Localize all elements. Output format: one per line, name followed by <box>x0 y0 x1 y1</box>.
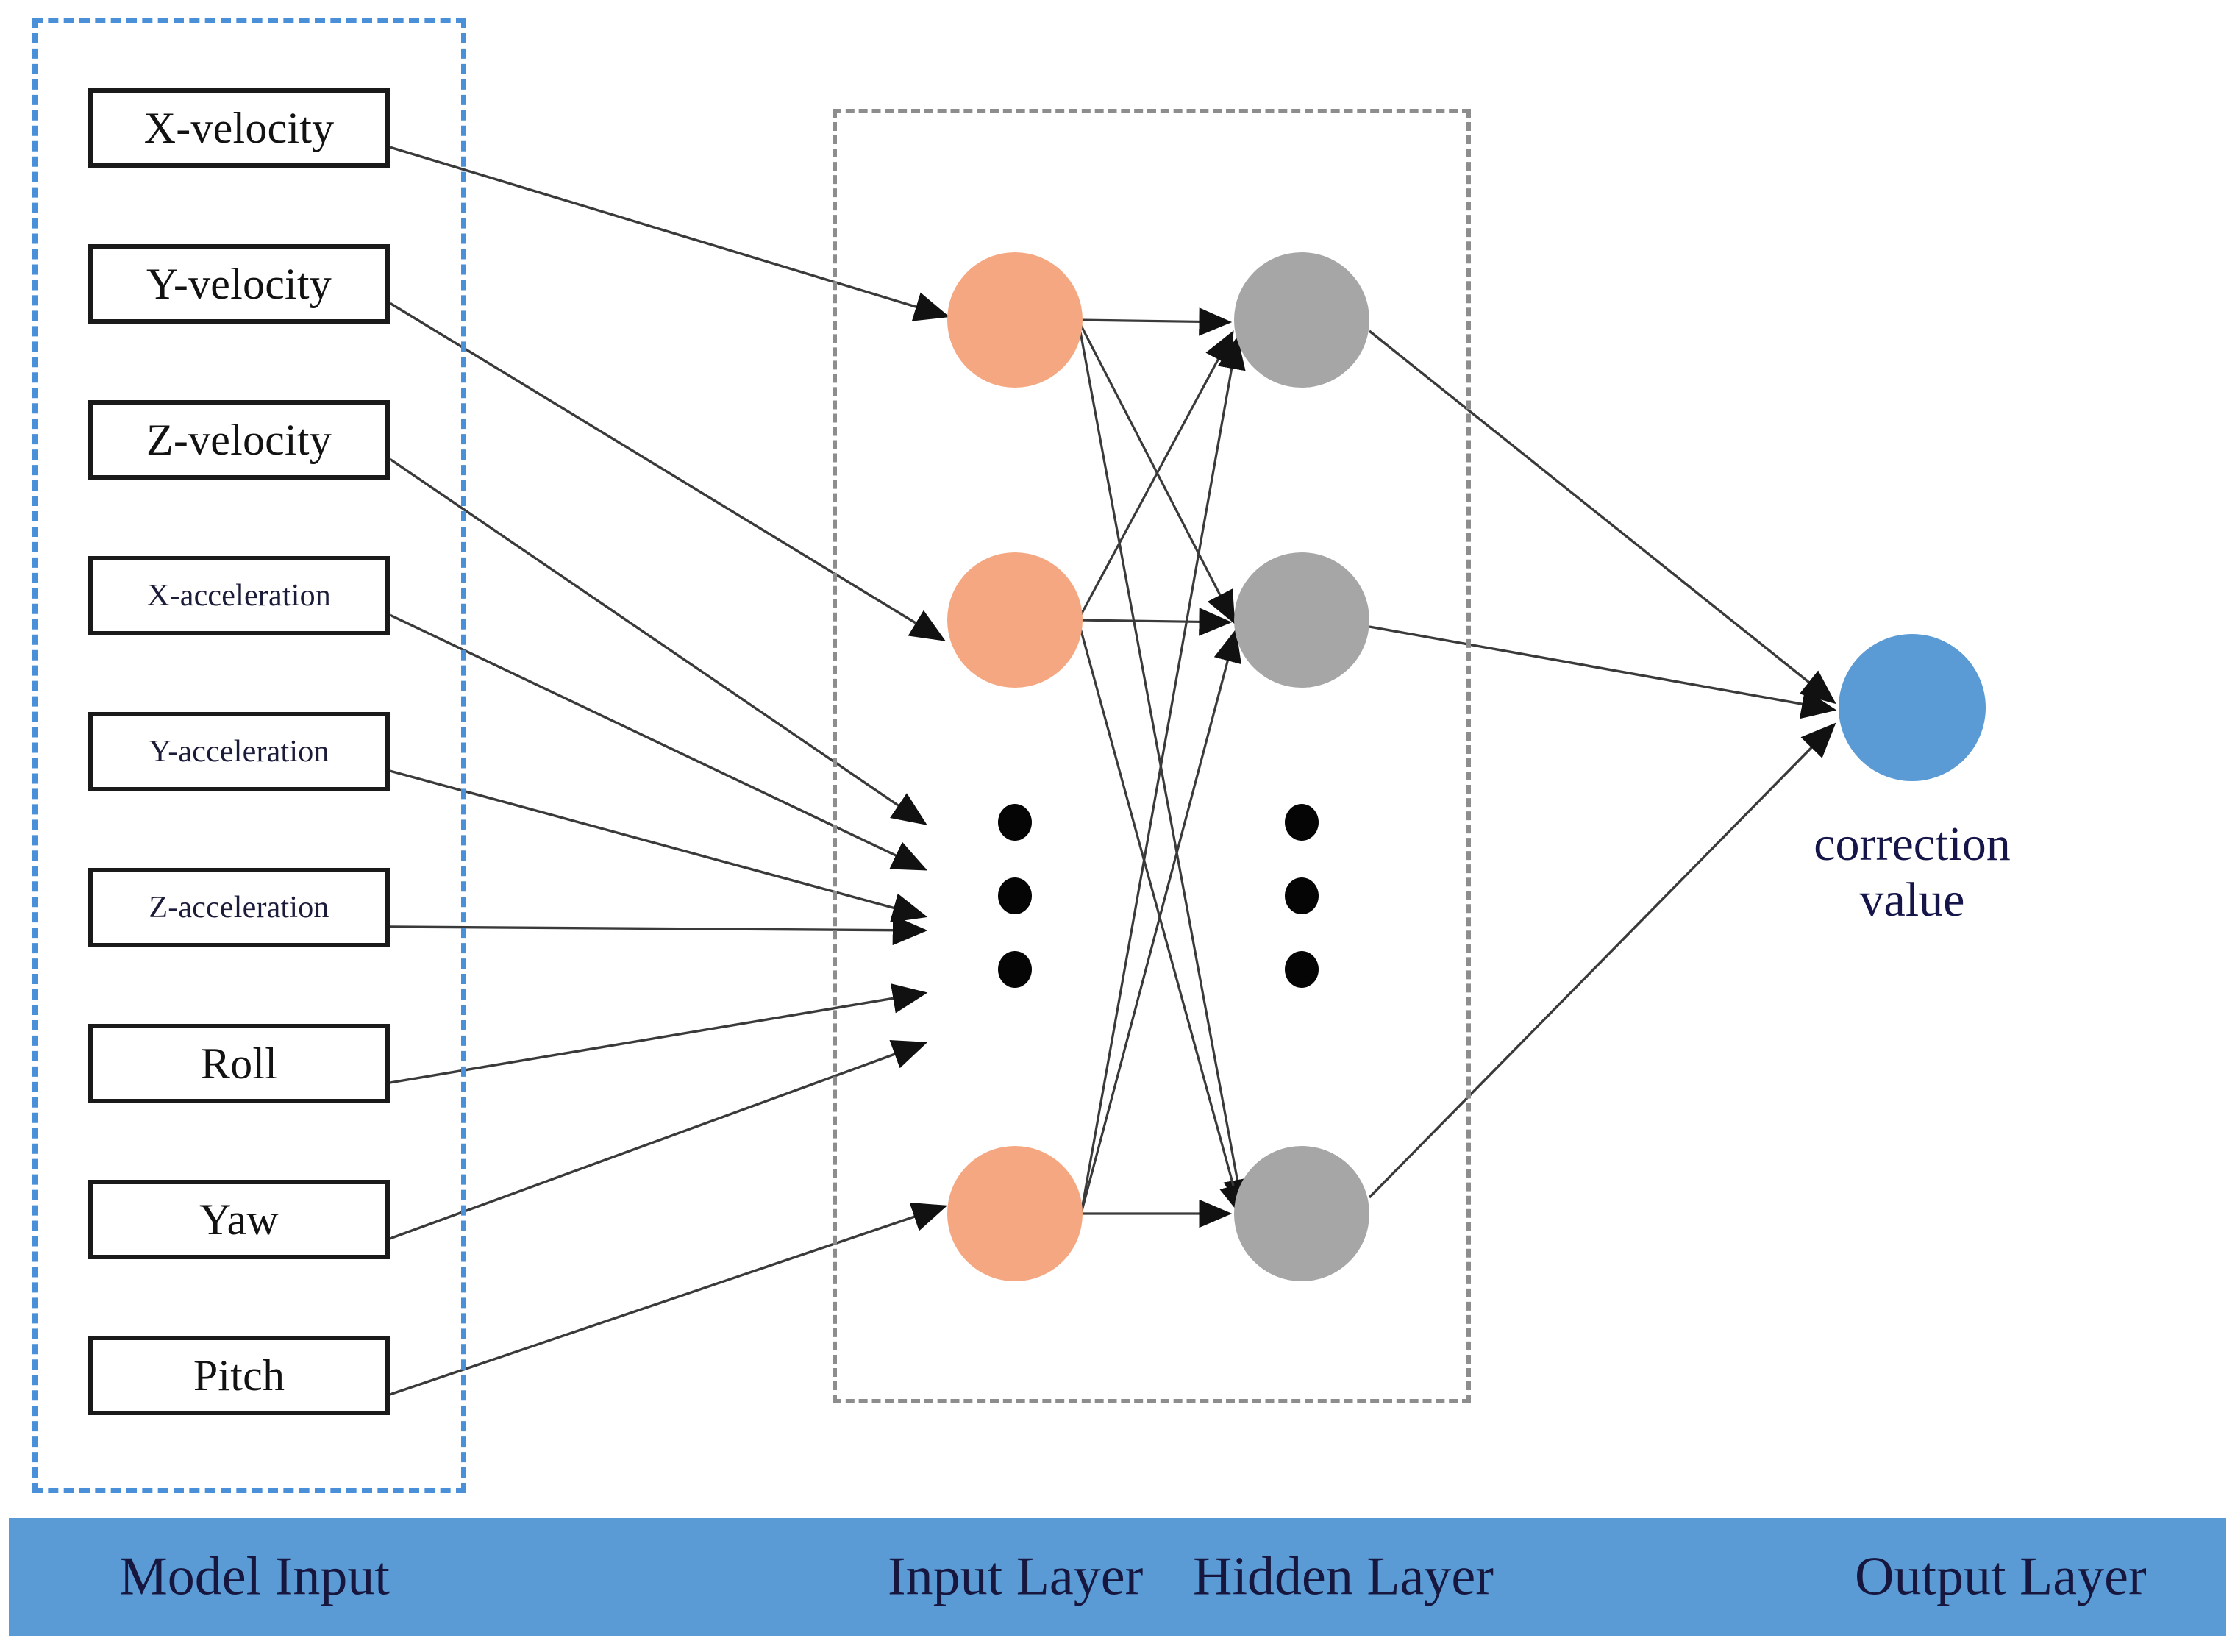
output-caption-line1: correction <box>1814 817 2011 871</box>
feature-label: Roll <box>200 1039 278 1088</box>
feature-box-z-velocity[interactable]: Z-velocity <box>88 400 390 480</box>
network-layers-region <box>833 109 1471 1403</box>
input-layer-node-2[interactable] <box>947 552 1083 688</box>
feature-label: Yaw <box>199 1195 279 1244</box>
feature-box-pitch[interactable]: Pitch <box>88 1336 390 1415</box>
output-caption: correction value <box>1758 816 2067 928</box>
output-layer-node[interactable] <box>1839 634 1986 781</box>
input-layer-node-3[interactable] <box>947 1146 1083 1281</box>
feature-box-yaw[interactable]: Yaw <box>88 1180 390 1259</box>
feature-box-roll[interactable]: Roll <box>88 1024 390 1103</box>
feature-box-y-acceleration[interactable]: Y-acceleration <box>88 712 390 791</box>
input-layer-ellipsis <box>998 804 1032 988</box>
input-layer-node-1[interactable] <box>947 252 1083 388</box>
banner-label-output-layer: Output Layer <box>1855 1546 2147 1607</box>
feature-label: Y-velocity <box>146 259 332 308</box>
feature-box-x-velocity[interactable]: X-velocity <box>88 88 390 168</box>
feature-box-z-acceleration[interactable]: Z-acceleration <box>88 868 390 947</box>
ellipsis-dot <box>1285 804 1319 841</box>
feature-box-y-velocity[interactable]: Y-velocity <box>88 244 390 324</box>
layer-legend-banner: Model Input Input Layer Hidden Layer Out… <box>9 1518 2226 1636</box>
hidden-layer-node-2[interactable] <box>1234 552 1369 688</box>
ellipsis-dot <box>998 804 1032 841</box>
ellipsis-dot <box>998 951 1032 988</box>
feature-label: X-acceleration <box>147 579 331 613</box>
output-caption-line2: value <box>1859 872 1965 927</box>
feature-label: X-velocity <box>143 103 335 152</box>
banner-label-hidden-layer: Hidden Layer <box>1193 1546 1494 1607</box>
ellipsis-dot <box>1285 951 1319 988</box>
feature-box-x-acceleration[interactable]: X-acceleration <box>88 556 390 635</box>
banner-label-input-layer: Input Layer <box>888 1546 1144 1607</box>
model-input-region <box>32 18 466 1493</box>
hidden-layer-node-3[interactable] <box>1234 1146 1369 1281</box>
feature-label: Pitch <box>193 1350 285 1400</box>
hidden-layer-ellipsis <box>1285 804 1319 988</box>
feature-label: Z-acceleration <box>149 891 329 925</box>
ellipsis-dot <box>998 877 1032 914</box>
feature-label: Y-acceleration <box>149 735 329 769</box>
hidden-layer-node-1[interactable] <box>1234 252 1369 388</box>
ellipsis-dot <box>1285 877 1319 914</box>
feature-label: Z-velocity <box>146 415 332 464</box>
banner-label-model-input: Model Input <box>119 1546 390 1607</box>
